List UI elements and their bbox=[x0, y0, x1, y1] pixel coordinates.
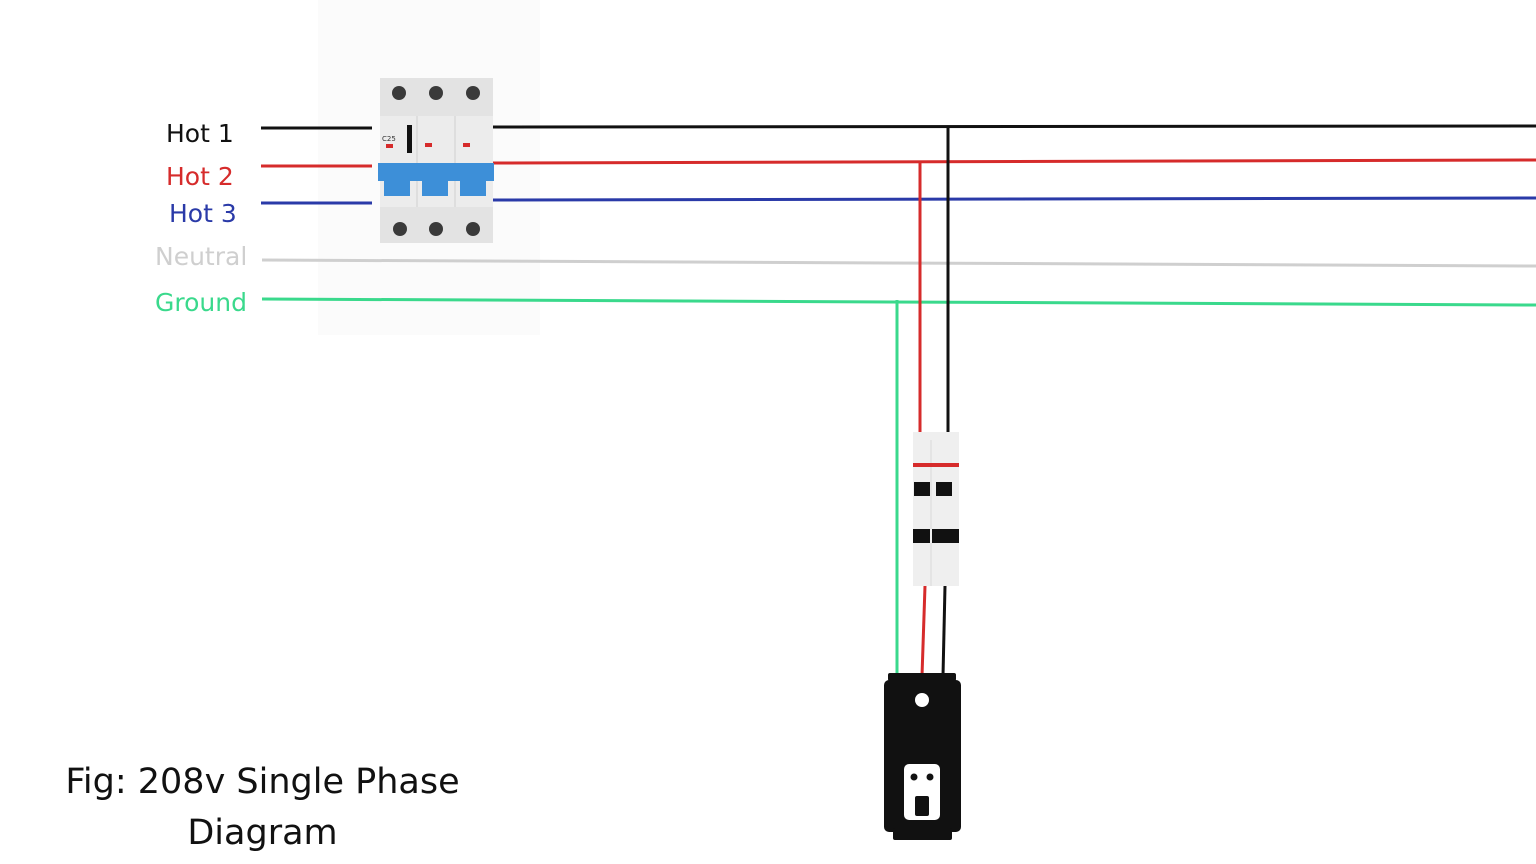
terminal-screw-icon bbox=[466, 222, 480, 236]
breaker-rating: C25 bbox=[382, 135, 396, 143]
terminal-screw-icon bbox=[392, 86, 406, 100]
caption-line-1: Fig: 208v Single Phase bbox=[65, 762, 460, 802]
terminal-screw-icon bbox=[429, 222, 443, 236]
caption-line-2: Diagram bbox=[187, 813, 338, 853]
water-heater-load bbox=[884, 673, 961, 840]
terminal-screw-icon bbox=[429, 86, 443, 100]
pilot-light-icon bbox=[915, 693, 929, 707]
hot3-label: Hot 3 bbox=[169, 199, 237, 228]
ground-wire bbox=[261, 297, 1536, 307]
hot2-label: Hot 2 bbox=[166, 162, 234, 191]
indicator-icon bbox=[425, 143, 432, 147]
neutral-wire bbox=[261, 258, 1536, 268]
indicator-icon bbox=[386, 144, 393, 148]
hot3-wire-right bbox=[488, 196, 1536, 202]
hot2-wire-right bbox=[488, 158, 1536, 165]
hot1-wire-right bbox=[488, 124, 1536, 129]
breaker-handle bbox=[460, 180, 486, 196]
breaker-handle bbox=[422, 180, 448, 196]
terminal-screw-icon bbox=[466, 86, 480, 100]
breaker-handle-band bbox=[378, 163, 494, 181]
hot1-label: Hot 1 bbox=[166, 119, 234, 148]
hot2-load-wire bbox=[920, 585, 927, 677]
indicator-icon bbox=[463, 143, 470, 147]
terminal-screw-icon bbox=[393, 222, 407, 236]
branch-breaker bbox=[913, 432, 959, 586]
hot1-load-wire bbox=[941, 585, 947, 677]
ground-label: Ground bbox=[155, 288, 247, 317]
figure-caption: Fig: 208v Single Phase Diagram bbox=[40, 757, 485, 859]
neutral-label: Neutral bbox=[155, 242, 248, 271]
breaker-handle bbox=[384, 180, 410, 196]
main-breaker: C25 bbox=[378, 78, 494, 243]
